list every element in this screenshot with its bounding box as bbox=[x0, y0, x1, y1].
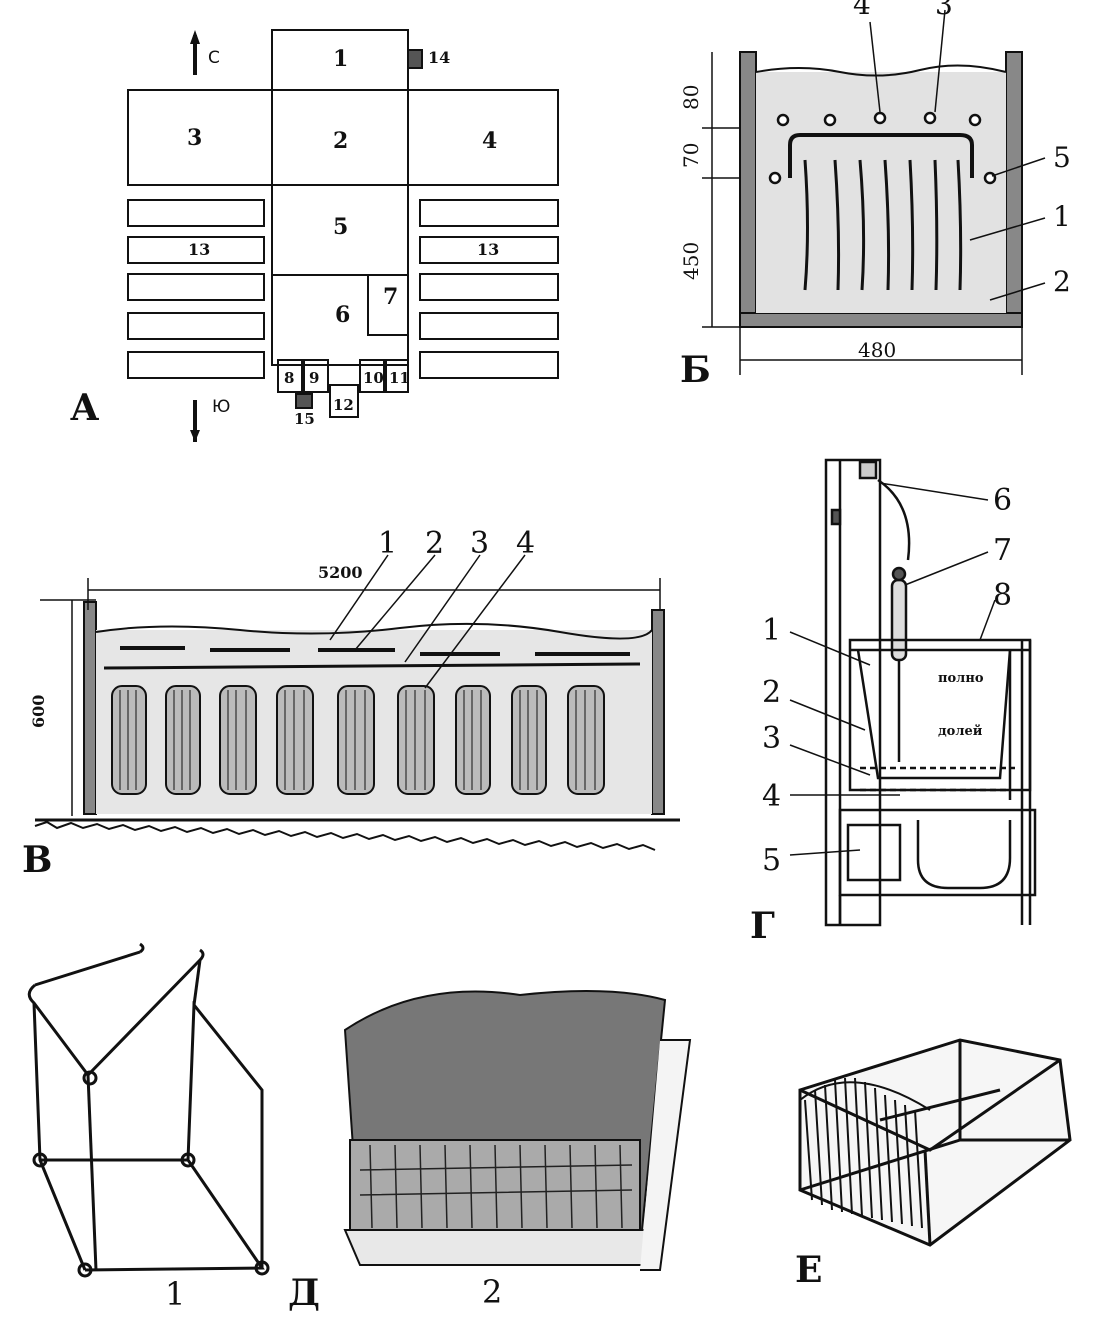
room-11: 11 bbox=[389, 369, 410, 387]
c-callout-4: 4 bbox=[516, 526, 535, 561]
panel-e-frame bbox=[27, 942, 270, 1278]
room-4: 4 bbox=[482, 128, 497, 154]
panel-d-apparatus bbox=[789, 458, 1037, 927]
room-2: 2 bbox=[333, 128, 348, 154]
d-callout-6: 6 bbox=[993, 483, 1012, 518]
b-callout-1: 1 bbox=[1053, 200, 1071, 233]
c-dim-5200: 5200 bbox=[318, 563, 363, 582]
panel-b-labels: 4 3 5 1 2 80 70 450 480 Б bbox=[679, 0, 1071, 391]
room-7: 7 bbox=[383, 284, 398, 310]
c-dim-600: 600 bbox=[29, 695, 48, 728]
d-callout-8: 8 bbox=[993, 578, 1012, 613]
d-callout-3: 3 bbox=[762, 721, 781, 756]
panel-letter-f: Е bbox=[795, 1249, 822, 1291]
b-dim-480: 480 bbox=[858, 338, 896, 362]
d-callout-4: 4 bbox=[762, 779, 781, 814]
panel-f-labels: Е bbox=[795, 1249, 822, 1291]
e-sub-2: 2 bbox=[482, 1273, 502, 1311]
d-callout-1: 1 bbox=[762, 613, 781, 648]
panel-a-floor-plan bbox=[127, 29, 559, 442]
c-callout-2: 2 bbox=[425, 526, 444, 561]
d-callout-2: 2 bbox=[762, 675, 781, 710]
north-arrow bbox=[190, 30, 200, 75]
d-callout-7: 7 bbox=[993, 533, 1012, 568]
d-label-dolei: долей bbox=[938, 724, 983, 739]
panel-c-section bbox=[34, 554, 680, 851]
room-9: 9 bbox=[309, 369, 319, 387]
b-callout-3: 3 bbox=[935, 0, 953, 21]
south-arrow bbox=[190, 400, 200, 442]
room-5: 5 bbox=[333, 214, 348, 240]
b-dim-450: 450 bbox=[679, 242, 703, 280]
panel-e-labels: 1 2 Д bbox=[165, 1272, 502, 1314]
room-13-left: 13 bbox=[188, 240, 210, 259]
panel-letter-d: Г bbox=[750, 905, 775, 947]
b-callout-2: 2 bbox=[1053, 265, 1071, 298]
room-12: 12 bbox=[333, 396, 354, 414]
b-callout-5: 5 bbox=[1053, 141, 1071, 174]
panel-letter-b: Б bbox=[680, 349, 711, 391]
b-dim-80: 80 bbox=[679, 85, 703, 110]
panel-letter-c: В bbox=[22, 839, 52, 881]
room-8: 8 bbox=[284, 369, 294, 387]
room-10: 10 bbox=[363, 369, 384, 387]
d-label-full: полно bbox=[938, 671, 984, 686]
south-label: Ю bbox=[212, 397, 230, 417]
e-sub-1: 1 bbox=[165, 1275, 185, 1313]
d-callout-5: 5 bbox=[762, 843, 781, 878]
room-3: 3 bbox=[187, 125, 202, 151]
room-6: 6 bbox=[335, 302, 350, 328]
panel-f-basket bbox=[798, 1038, 1072, 1247]
panel-a-labels: С Ю 1 2 3 4 5 6 7 8 9 10 11 12 13 13 14 … bbox=[70, 46, 499, 429]
c-callout-3: 3 bbox=[470, 526, 489, 561]
room-13-right: 13 bbox=[477, 240, 499, 259]
b-dim-70: 70 bbox=[679, 143, 703, 168]
panel-d-labels: 1 2 3 4 5 6 7 8 полно долей Г bbox=[750, 483, 1012, 947]
room-15: 15 bbox=[294, 410, 315, 428]
b-callout-4: 4 bbox=[853, 0, 871, 21]
panel-e-tray bbox=[343, 990, 692, 1271]
panel-letter-a: А bbox=[70, 387, 99, 429]
panel-c-labels: 1 2 3 4 5200 600 В bbox=[22, 526, 535, 881]
panel-letter-e: Д bbox=[288, 1272, 320, 1314]
room-1: 1 bbox=[333, 46, 348, 72]
panel-b-section bbox=[702, 9, 1046, 375]
room-14: 14 bbox=[428, 48, 450, 67]
north-label: С bbox=[208, 48, 220, 68]
c-callout-1: 1 bbox=[378, 526, 397, 561]
